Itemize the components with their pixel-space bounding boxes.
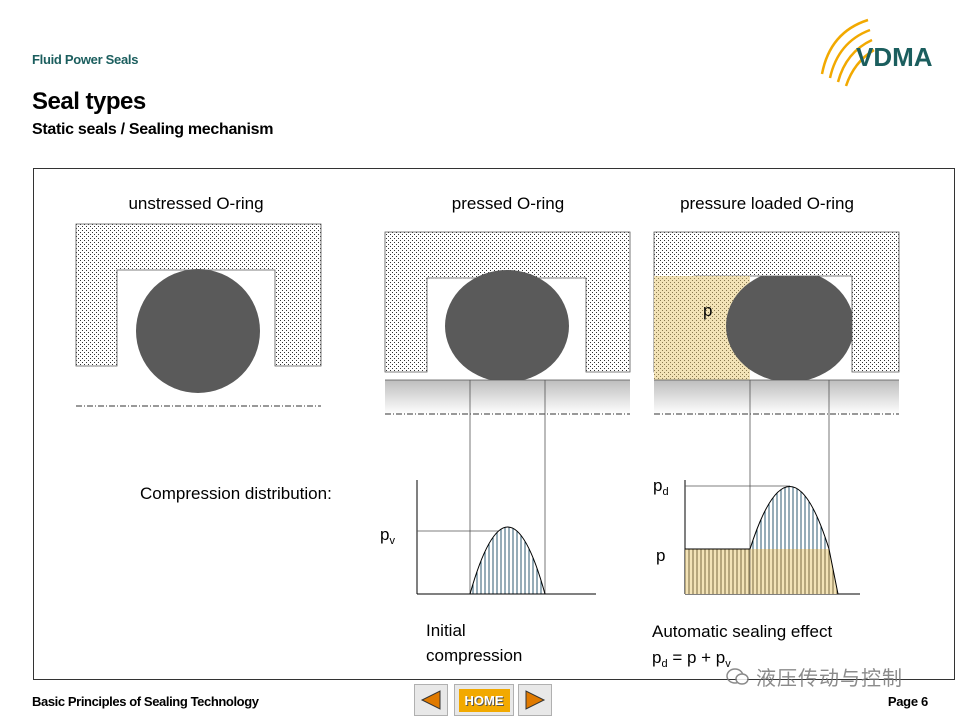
automatic-caption: Automatic sealing effect xyxy=(652,622,832,641)
vdma-logo: VDMA xyxy=(820,18,933,87)
panel-title-pressed: pressed O-ring xyxy=(452,194,564,213)
pressed-oring-panel xyxy=(384,231,631,415)
page-subtitle: Static seals / Sealing mechanism xyxy=(32,121,274,138)
compression-curve xyxy=(469,526,546,595)
page-title: Seal types xyxy=(32,88,146,115)
footer-title: Basic Principles of Sealing Technology xyxy=(32,694,259,709)
oring-cross-section xyxy=(726,276,852,380)
initial-compression-graph: pv xyxy=(380,480,596,595)
mating-surface xyxy=(654,380,899,414)
automatic-sealing-graph: pd p xyxy=(653,476,860,595)
p-label: p xyxy=(656,546,665,565)
home-button[interactable]: HOME xyxy=(454,684,514,716)
pv-label: pv xyxy=(380,525,395,547)
housing-groove xyxy=(75,223,322,367)
page-number: Page 6 xyxy=(887,694,928,709)
right-arrow-icon xyxy=(525,690,546,710)
wechat-icon xyxy=(726,667,749,685)
compression-heading: Compression distribution: xyxy=(140,484,332,503)
housing-groove xyxy=(384,231,631,373)
initial-caption-line1: Initial xyxy=(426,621,466,640)
watermark-text: 液压传动与控制 xyxy=(756,668,903,690)
next-page-button[interactable] xyxy=(518,684,552,716)
unstressed-oring-panel xyxy=(75,223,322,407)
pd-label: pd xyxy=(653,476,669,498)
pressure-block xyxy=(685,549,750,594)
home-label: HOME xyxy=(458,688,510,712)
mating-surface xyxy=(385,380,630,414)
pressure-formula: pd = p + pv xyxy=(652,648,731,670)
sealing-curve xyxy=(685,486,839,595)
left-arrow-icon xyxy=(420,690,441,710)
logo-text: VDMA xyxy=(856,42,933,72)
watermark: 液压传动与控制 xyxy=(726,662,903,691)
previous-page-button[interactable] xyxy=(414,684,448,716)
panel-title-unstressed: unstressed O-ring xyxy=(128,194,263,213)
section-label: Fluid Power Seals xyxy=(32,52,139,67)
diagram-frame xyxy=(33,168,955,680)
oring-cross-section xyxy=(445,270,569,380)
pressure-label: p xyxy=(703,301,712,320)
oring-cross-section xyxy=(136,269,260,393)
pressure-loaded-oring-panel: p xyxy=(653,231,900,415)
panel-title-pressure-loaded: pressure loaded O-ring xyxy=(680,194,854,213)
initial-caption-line2: compression xyxy=(426,646,522,665)
